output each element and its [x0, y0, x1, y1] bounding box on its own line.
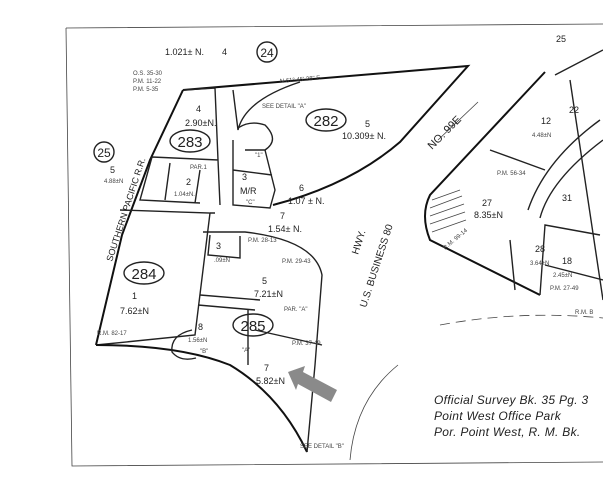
svg-text:PAR. "A": PAR. "A" [284, 307, 308, 313]
adjacent-book-24: 24 [256, 41, 278, 63]
svg-text:2.45±N: 2.45±N [553, 273, 572, 279]
caption-point-west: Por. Point West, R. M. Bk. [434, 425, 581, 439]
boundary-top [182, 64, 471, 206]
svg-text:7.21±N: 7.21±N [254, 289, 283, 299]
svg-text:27: 27 [482, 198, 492, 208]
svg-text:R.M. 99-14: R.M. 99-14 [442, 227, 469, 251]
svg-text:O.S. 35-30: O.S. 35-30 [133, 71, 163, 77]
svg-text:5: 5 [262, 276, 267, 286]
mr-parcel [232, 140, 276, 209]
svg-text:1: 1 [132, 291, 137, 301]
svg-text:1.04±N.: 1.04±N. [174, 192, 195, 198]
svg-text:5.82±N: 5.82±N [256, 376, 285, 386]
svg-text:22: 22 [569, 105, 579, 115]
svg-text:M/R: M/R [240, 186, 257, 196]
book-283: 283 [169, 129, 211, 153]
svg-text:8.35±N: 8.35±N [474, 210, 503, 220]
cul-de-sac-bottom [171, 329, 197, 360]
road-curve [232, 81, 301, 131]
svg-text:7.62±N: 7.62±N [120, 306, 149, 316]
svg-text:3.64±N: 3.64±N [530, 261, 549, 267]
svg-text:P.M. 28-13: P.M. 28-13 [248, 238, 277, 244]
svg-text:5: 5 [365, 119, 370, 129]
parcel-283-lines [139, 87, 221, 206]
svg-text:18: 18 [562, 256, 572, 266]
svg-text:P.M. 29-43: P.M. 29-43 [282, 259, 311, 265]
svg-text:P.M. 27-49: P.M. 27-49 [550, 286, 579, 292]
railroad-line [95, 89, 184, 346]
svg-text:NO. 99E: NO. 99E [426, 114, 464, 152]
svg-text:2: 2 [186, 177, 191, 187]
caption-official-survey: Official Survey Bk. 35 Pg. 3 [434, 393, 589, 407]
svg-text:R.M. 82-17: R.M. 82-17 [97, 331, 127, 337]
svg-text:P.M. 11-22: P.M. 11-22 [133, 79, 162, 85]
svg-text:5: 5 [110, 165, 115, 175]
caption-office-park: Point West Office Park [434, 409, 562, 423]
svg-text:3: 3 [242, 172, 247, 182]
freeway-centerline [437, 101, 479, 141]
svg-text:285: 285 [240, 318, 265, 335]
cul-de-sac [237, 122, 274, 151]
svg-text:31: 31 [562, 193, 572, 203]
book-282: 282 [305, 108, 347, 132]
parcel-284 [95, 209, 215, 346]
svg-text:P.M. 37-49: P.M. 37-49 [292, 341, 321, 347]
dashed-line [439, 314, 603, 326]
svg-text:4.88±N: 4.88±N [104, 179, 123, 185]
svg-text:P.M. 56-34: P.M. 56-34 [497, 171, 526, 177]
parcel-27-boundary [424, 71, 546, 296]
sheet-edge [65, 23, 603, 467]
svg-text:4: 4 [222, 47, 227, 57]
hatch-marks [429, 189, 467, 233]
svg-text:7: 7 [264, 363, 269, 373]
parcel-labels: 4 1.021± N. 4 2.90±N. 5 10.309± N. 2 1.04±N.… [104, 34, 579, 386]
adjacent-book-25: 25 [93, 141, 115, 163]
svg-text:1.56±N: 1.56±N [188, 338, 207, 344]
svg-text:1.07 ± N.: 1.07 ± N. [288, 196, 324, 206]
svg-text:P.M. 5-35: P.M. 5-35 [133, 87, 159, 93]
svg-text:"1": "1" [255, 153, 263, 159]
boundary-bottom [95, 344, 308, 453]
svg-text:12: 12 [541, 116, 551, 126]
svg-text:10.309± N.: 10.309± N. [342, 131, 386, 141]
book-285: 285 [232, 313, 274, 337]
book-284: 284 [123, 261, 165, 285]
svg-text:"B": "B" [200, 349, 208, 355]
svg-text:PAR.1: PAR.1 [190, 165, 208, 171]
svg-text:8: 8 [198, 322, 203, 332]
svg-text:1.021± N.: 1.021± N. [165, 47, 204, 57]
svg-text:R.M. B: R.M. B [575, 310, 593, 316]
svg-text:N 61° 45' 28" E: N 61° 45' 28" E [280, 75, 321, 85]
svg-text:2.90±N.: 2.90±N. [185, 118, 216, 128]
parcel-right-lines [489, 49, 603, 301]
svg-text:4.48±N: 4.48±N [532, 133, 551, 139]
svg-text:"A": "A" [242, 348, 250, 354]
svg-text:1.54± N.: 1.54± N. [268, 224, 302, 234]
road-ramp [527, 119, 603, 219]
svg-text:4: 4 [196, 104, 201, 114]
svg-text:.09±N: .09±N [214, 258, 230, 264]
svg-text:3: 3 [216, 241, 221, 251]
svg-text:6: 6 [299, 183, 304, 193]
parcel-285 [197, 231, 323, 453]
highway-edge [349, 364, 399, 461]
svg-text:283: 283 [177, 134, 202, 151]
svg-text:25: 25 [97, 146, 111, 160]
svg-text:25: 25 [556, 34, 566, 44]
svg-text:SEE DETAIL "B": SEE DETAIL "B" [300, 444, 344, 450]
svg-text:282: 282 [313, 113, 338, 130]
svg-text:SEE DETAIL "A": SEE DETAIL "A" [262, 104, 306, 110]
location-arrow [288, 366, 337, 402]
svg-text:7: 7 [280, 211, 285, 221]
svg-text:24: 24 [260, 46, 274, 60]
svg-text:28: 28 [535, 244, 545, 254]
svg-text:284: 284 [131, 266, 156, 283]
svg-text:"C": "C" [246, 200, 255, 206]
svg-text:HWY.: HWY. [350, 229, 368, 256]
